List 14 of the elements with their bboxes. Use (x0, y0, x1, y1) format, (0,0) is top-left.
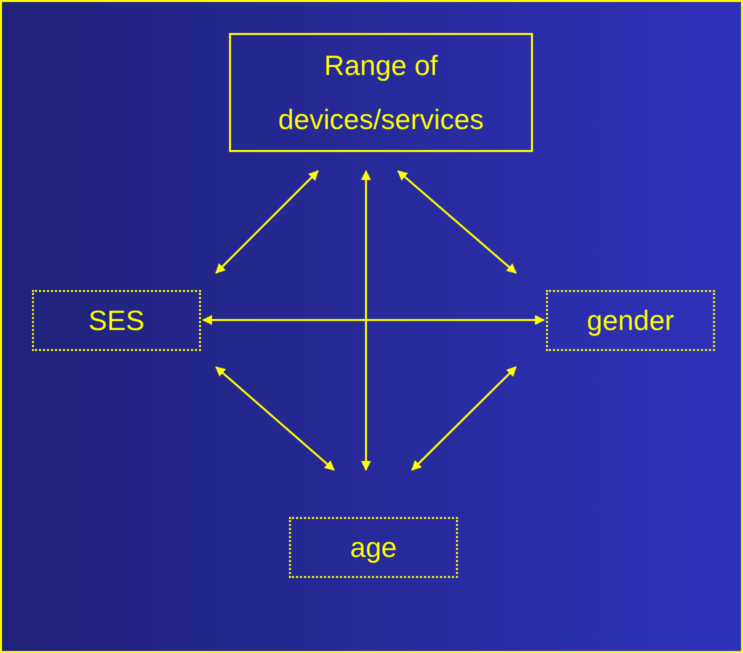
node-label: gender (586, 304, 674, 338)
double-arrow (215, 366, 335, 471)
double-arrow (397, 170, 517, 274)
double-arrow (202, 315, 545, 325)
node-label: SES (88, 304, 145, 338)
double-arrow (411, 366, 517, 471)
double-arrow (215, 170, 319, 274)
double-arrow (361, 170, 371, 471)
factor-box (289, 517, 458, 578)
topic-box (229, 33, 533, 152)
node-label: age (350, 530, 397, 565)
factor-box (32, 290, 201, 351)
node-label: Range of devices/services (277, 48, 485, 136)
factor-box (546, 290, 715, 351)
